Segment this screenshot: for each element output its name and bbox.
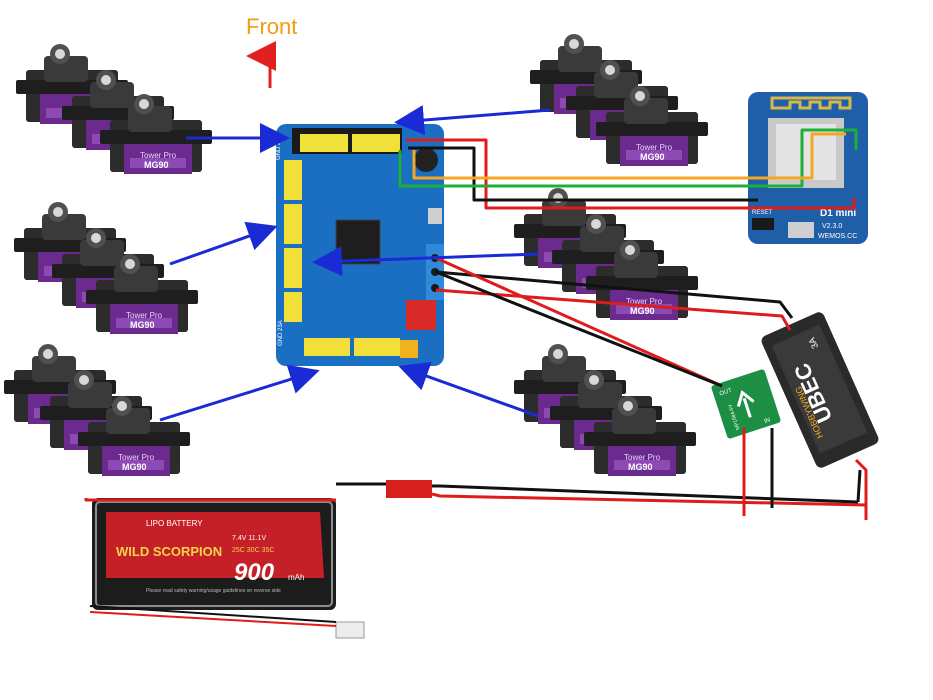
wire-ubec-in-black [856, 469, 862, 503]
servo-brand-text: Tower Pro [140, 151, 177, 160]
wire-ubec-in-red [854, 458, 868, 520]
signal-arrow-back-right [398, 361, 539, 418]
servo-group-back-left: Tower Pro MG90 [4, 344, 190, 476]
servo-model-text: MG90 [144, 160, 169, 170]
wemos-reset-text: RESET [752, 210, 772, 216]
stepdown-in-text: IN [764, 417, 772, 425]
signal-arrow-front-right [394, 105, 551, 136]
capacitor [400, 340, 418, 358]
wire-stepdown-out-black [435, 270, 723, 388]
servo-brand-text: Tower Pro [626, 297, 663, 306]
lipo-battery: LIPO BATTERY WILD SCORPION 7.4V 11.1V 25… [92, 480, 432, 639]
wire-wemos-red [406, 138, 856, 210]
wire-wemos-green [398, 128, 858, 188]
battery-voltages-text: 7.4V 11.1V [232, 535, 266, 542]
wemos-version-text: V2.3.0 [822, 223, 842, 230]
ubec-rating-text: 3A [807, 336, 821, 350]
servo-model-text: MG90 [130, 320, 155, 330]
servo-group-middle-left: Tower Pro MG90 [14, 202, 198, 334]
usb-port [788, 222, 814, 238]
servo-model-text: MG90 [630, 306, 655, 316]
signal-arrow-middle-left [169, 221, 278, 266]
servo-brand-text: Tower Pro [126, 311, 163, 320]
jst-connector [386, 480, 432, 498]
wires [84, 128, 868, 627]
battery-disclaimer-text: Please read safety warning/usage guideli… [146, 588, 281, 594]
servo-model-text: MG90 [628, 462, 653, 472]
mcu-chip [335, 219, 381, 265]
step-down-converter: MP1584-5V OUT IN [711, 369, 781, 439]
signal-arrow-back-left [159, 364, 320, 422]
servo-group-back-right: Tower Pro MG90 [514, 344, 696, 476]
battery-capacity-text: 900 [234, 559, 275, 586]
servo-controller-board: GND 23A GND 23A [276, 124, 444, 366]
ubec-module: UBEC HOBBYWING 3A [761, 312, 879, 468]
servo-group-front-right: Tower Pro MG90 [530, 34, 708, 166]
servo-brand-text: Tower Pro [624, 453, 661, 462]
stepdown-out-text: OUT [719, 388, 733, 398]
header-pins-top [300, 134, 400, 152]
battery-unit-text: mAh [288, 573, 304, 582]
servo-brand-text: Tower Pro [118, 453, 155, 462]
front-label: Front [246, 14, 298, 39]
battery-rates-text: 25C 30C 35C [232, 547, 274, 554]
servo-model-text: MG90 [640, 152, 665, 162]
controller-pin-labels-bottom: GND 23A [278, 320, 284, 346]
servo-brand-text: Tower Pro [636, 143, 673, 152]
battery-type-text: LIPO BATTERY [146, 519, 203, 528]
header-pins-bottom [304, 338, 400, 356]
wire-battery-balance-black [89, 605, 337, 623]
wemos-d1-mini-board: D1 mini V2.3.0 WEMOS.CC RESET [748, 92, 868, 244]
wire-wemos-orange [412, 132, 846, 180]
battery-brand-text: WILD SCORPION [116, 544, 222, 559]
header-pins-red [406, 300, 436, 330]
wemos-maker-text: WEMOS.CC [818, 233, 857, 240]
signal-arrows [159, 105, 551, 422]
servo-group-middle-right: Tower Pro MG90 [514, 188, 698, 320]
usb-port [428, 208, 442, 224]
servo-model-text: MG90 [122, 462, 147, 472]
wire-battery-balance-red [89, 611, 337, 627]
wire-ubec-out-red [435, 288, 792, 331]
wire-ubec-out-black [435, 270, 794, 319]
balance-connector [335, 621, 365, 639]
wemos-name-text: D1 mini [820, 208, 856, 219]
buzzer [414, 148, 438, 172]
wire-wemos-black [408, 146, 758, 202]
servo-group-front-left: Tower Pro MG90 [16, 44, 212, 174]
header-pins-left [284, 160, 302, 322]
signal-arrow-middle-right [312, 246, 539, 277]
wire-battery-black [336, 482, 859, 504]
wire-stepdown-out-red [435, 256, 723, 388]
reset-button[interactable] [752, 218, 774, 230]
